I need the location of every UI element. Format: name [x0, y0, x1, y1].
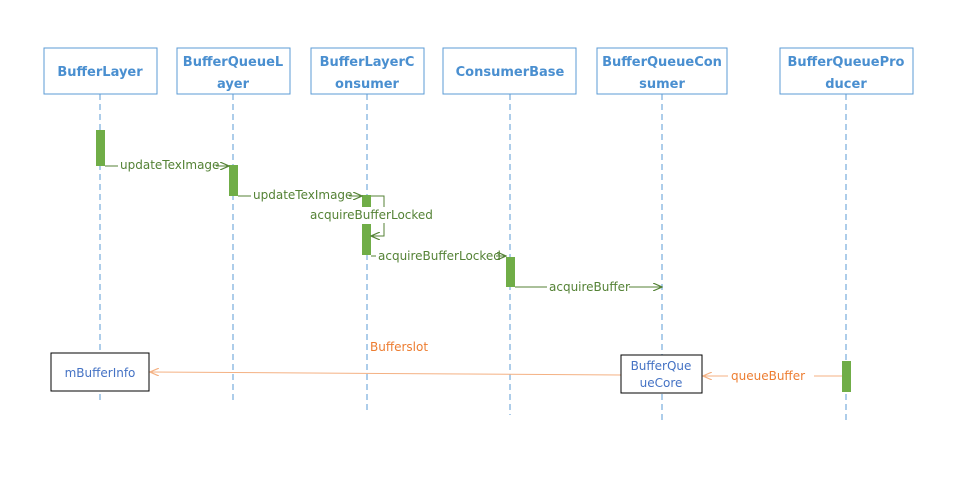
message-label: acquireBufferLocked	[310, 208, 433, 222]
participant-label: ConsumerBase	[456, 65, 565, 80]
activation-bar	[362, 195, 371, 208]
participant-label: onsumer	[335, 77, 400, 92]
message-label: updateTexImage	[120, 158, 219, 172]
message-label: acquireBufferLocked	[378, 249, 501, 263]
message-update-tex-image-2: updateTexImage	[238, 187, 362, 203]
participant-bufferqueueconsumer: BufferQueueCon sumer	[596, 47, 728, 95]
buffer-info-box: mBufferInfo	[50, 352, 150, 392]
activation-bar	[842, 361, 851, 392]
buffer-info-label: mBufferInfo	[65, 366, 136, 380]
participant-bufferlayer: BufferLayer	[43, 47, 158, 95]
message-acquire-buffer: acquireBuffer	[515, 279, 662, 295]
message-label: updateTexImage	[253, 188, 352, 202]
message-label: queueBuffer	[731, 369, 805, 383]
buffer-info-arrow	[150, 372, 622, 375]
message-acquire-buffer-locked: acquireBufferLocked	[371, 248, 506, 264]
message-queue-buffer: queueBuffer	[703, 368, 842, 384]
buffer-queue-core-box: BufferQue ueCore	[620, 354, 703, 394]
participant-label: BufferLayerC	[320, 55, 415, 70]
buffer-queue-core-label: ueCore	[640, 376, 683, 390]
buffer-queue-core-label: BufferQue	[631, 359, 692, 373]
message-label: acquireBuffer	[549, 280, 630, 294]
message-update-tex-image-1: updateTexImage	[105, 157, 229, 173]
participant-label: BufferQueueCon	[602, 55, 722, 70]
activations	[96, 130, 851, 392]
message-acquire-buffer-locked-self: acquireBufferLocked	[308, 195, 433, 236]
activation-bar	[506, 257, 515, 287]
bufferslot-label: Bufferslot	[370, 340, 428, 354]
participant-label: ducer	[825, 77, 867, 92]
participant-label: BufferLayer	[57, 65, 143, 80]
participant-bufferqueueproducer: BufferQueuePro ducer	[779, 47, 914, 95]
participant-label: BufferQueuePro	[788, 55, 905, 70]
participant-bufferqueuelayer: BufferQueueL ayer	[176, 47, 291, 95]
participant-label: ayer	[217, 77, 250, 92]
activation-bar	[96, 130, 105, 166]
activation-bar	[229, 165, 238, 196]
participant-label: BufferQueueL	[183, 55, 283, 70]
participant-consumerbase: ConsumerBase	[442, 47, 577, 95]
participant-label: sumer	[639, 77, 685, 92]
activation-bar	[362, 224, 371, 255]
participant-bufferlayerconsumer: BufferLayerC onsumer	[310, 47, 425, 95]
